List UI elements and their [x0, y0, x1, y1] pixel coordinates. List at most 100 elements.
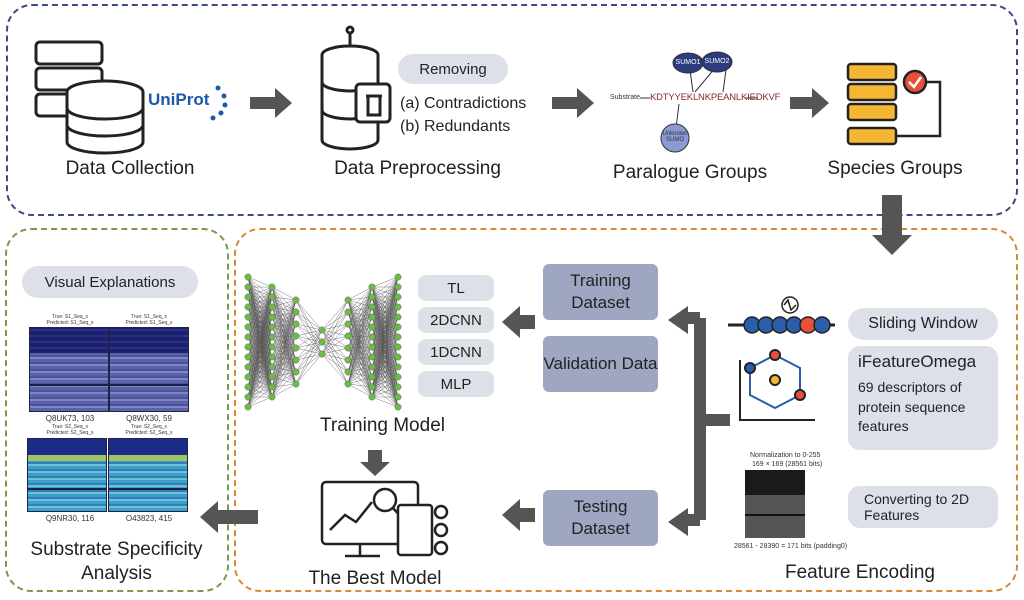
nn-node [244, 403, 252, 411]
bracket-arrowhead-top [668, 306, 688, 334]
nn-node [368, 283, 376, 291]
nn-edge [347, 346, 373, 385]
nn-edge [247, 286, 273, 338]
heatmap-title: True: S2_Seq_x [52, 424, 88, 430]
heatmap-caption: Q9NR30, 116 [45, 514, 95, 523]
nn-edge [371, 276, 399, 288]
nn-edge [271, 346, 297, 385]
nn-edge [271, 347, 297, 398]
nn-edge [347, 306, 373, 385]
nn-edge [295, 323, 323, 331]
nn-edge [347, 286, 373, 301]
nn-node [368, 353, 376, 361]
nn-edge [271, 323, 297, 348]
arrow-left-analysis [200, 501, 258, 533]
feature-2d-image [745, 470, 805, 538]
bracket-connector [685, 312, 730, 526]
nn-node [368, 293, 376, 301]
analysis-box [5, 228, 229, 592]
nn-node [344, 356, 352, 364]
nn-node [394, 303, 402, 311]
nn-node [344, 332, 352, 340]
nn-edge [371, 276, 399, 318]
nn-edge [347, 296, 373, 349]
nn-edge [371, 276, 399, 348]
nn-edge [247, 286, 273, 328]
sliding-window-sequence-icon [728, 296, 835, 334]
nn-edge [247, 286, 273, 378]
nn-node [244, 313, 252, 321]
nn-edge [347, 336, 373, 385]
species-groups-label: Species Groups [827, 158, 963, 179]
nn-edge [271, 299, 297, 398]
nn-node [244, 303, 252, 311]
database-delete-icon [320, 25, 392, 151]
nn-edge [271, 335, 297, 378]
nn-edge [271, 323, 297, 368]
nn-node [268, 323, 276, 331]
nn-edge [247, 286, 273, 318]
nn-node [394, 393, 402, 401]
nn-edge [271, 299, 297, 338]
nn-node [394, 313, 402, 321]
nn-node [244, 373, 252, 381]
sumo2-label: SUMO2 [704, 58, 730, 65]
arrow-right-3 [790, 88, 829, 118]
nn-edge [247, 286, 273, 368]
nn-edge [247, 316, 273, 408]
nn-node [244, 283, 252, 291]
nn-edge [347, 296, 373, 373]
best-model-label: The Best Model [308, 568, 442, 589]
nn-node [368, 363, 376, 371]
nn-edge [271, 323, 297, 378]
best-model-monitor-icon [320, 480, 449, 558]
testing-dataset-box: Testing Dataset [543, 490, 658, 546]
nn-node [292, 380, 300, 388]
nn-edge [321, 299, 349, 355]
nn-node [394, 323, 402, 331]
nn-edge [371, 396, 399, 408]
heatmap-caption: O43823, 415 [125, 514, 173, 523]
ifeature-box: iFeatureOmega 69 descriptors of protein … [848, 346, 998, 450]
uniprot-dots-icon [210, 85, 228, 121]
nn-node [244, 393, 252, 401]
nn-edge [271, 299, 297, 318]
neural-network-graphic [244, 273, 402, 411]
nn-node [268, 393, 276, 401]
nn-node [268, 343, 276, 351]
nn-edge [271, 299, 297, 358]
sumo1-label: SUMO1 [675, 59, 701, 66]
flow-arrows [200, 88, 912, 536]
nn-edge [371, 276, 399, 298]
nn-edge [347, 326, 373, 349]
nn-node [394, 373, 402, 381]
nn-node [394, 363, 402, 371]
image-caption-top: Normalization to 0-255 [750, 452, 821, 459]
heatmap-caption: Q8UK73, 103 [45, 414, 95, 423]
nn-node [394, 383, 402, 391]
nn-edge [371, 296, 399, 398]
nn-edge [295, 329, 323, 349]
nn-edge [371, 276, 399, 378]
nn-node [244, 333, 252, 341]
nn-node [344, 380, 352, 388]
feature-encoding-label: Feature Encoding [785, 562, 935, 583]
nn-edge [295, 353, 323, 385]
nn-node [394, 273, 402, 281]
heatmap-subtitle: Predicted: S1_Seq_x [125, 320, 173, 326]
nn-node [244, 363, 252, 371]
nn-node [292, 344, 300, 352]
nn-edge [271, 335, 297, 358]
nn-edge [371, 286, 399, 398]
nn-node [292, 308, 300, 316]
heatmap-subtitle: Predicted: S1_Seq_x [46, 320, 94, 326]
nn-edge [247, 346, 273, 408]
nn-node [292, 356, 300, 364]
nn-edge [371, 326, 399, 398]
nn-edge [247, 366, 273, 408]
nn-edge [247, 286, 273, 298]
nn-node [268, 313, 276, 321]
nn-node [394, 293, 402, 301]
validation-data-box: Validation Data [543, 336, 658, 392]
